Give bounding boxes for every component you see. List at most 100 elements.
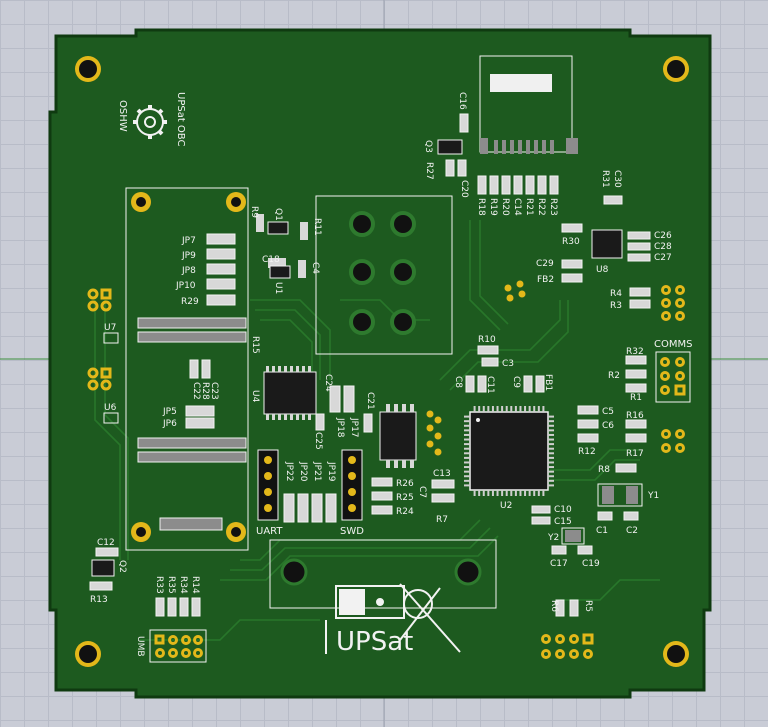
mcu-right-parts <box>577 405 647 443</box>
label-r18: R18 <box>476 198 486 216</box>
oshw-label: OSHW <box>117 100 128 132</box>
label-jp7: JP7 <box>181 236 196 246</box>
pin-header-right-mid <box>661 429 685 453</box>
pcb-board <box>48 28 712 699</box>
vias-gold <box>426 280 526 456</box>
label-r2: R2 <box>608 371 620 381</box>
u8-area-parts <box>561 195 651 283</box>
board-connectors <box>137 317 247 531</box>
label-jp18: JP18 <box>335 417 345 438</box>
jumper-pads-uart-swd <box>283 493 337 523</box>
label-u1: U1 <box>273 282 283 294</box>
label-r9: R9 <box>249 206 259 218</box>
label-fb1: FB1 <box>543 374 553 391</box>
power-module-outline <box>315 195 453 355</box>
ic-small-8pin-pins <box>386 404 414 468</box>
ic-u2-mcu <box>469 411 549 491</box>
jumper-pads-left <box>185 233 236 429</box>
label-u7: U7 <box>104 323 116 333</box>
ic-small-8pin <box>379 411 417 461</box>
label-jp21: JP21 <box>312 461 322 482</box>
label-c29: C29 <box>536 259 554 269</box>
pin-header-u7 <box>87 288 119 344</box>
r8-part <box>615 463 637 473</box>
label-r29: R29 <box>181 297 199 307</box>
resistors-r14-r35 <box>155 597 201 617</box>
label-c6: C6 <box>602 421 614 431</box>
label-c22: C22 <box>191 382 201 400</box>
upsat-logo-text: UPSat <box>336 627 413 657</box>
oshw-gear-icon <box>133 105 167 139</box>
label-c14: C14 <box>512 198 522 216</box>
label-jp10: JP10 <box>175 281 196 291</box>
label-r21: R21 <box>524 198 534 216</box>
sd-area-parts <box>437 113 559 195</box>
r5-r6-parts <box>555 599 579 617</box>
label-c8: C8 <box>453 376 463 388</box>
label-r30: R30 <box>562 237 580 247</box>
upsat-logo-icon <box>325 583 461 654</box>
module-mount-pads <box>131 192 246 542</box>
swd-header <box>341 449 363 521</box>
label-r28: R28 <box>200 382 210 400</box>
label-q1: Q1 <box>273 208 283 221</box>
uart-header <box>257 449 279 521</box>
label-jp8: JP8 <box>181 266 196 276</box>
label-jp5: JP5 <box>162 407 177 417</box>
label-c27: C27 <box>654 253 672 263</box>
label-c24: C24 <box>323 374 333 392</box>
label-q2: Q2 <box>117 560 127 573</box>
label-r32: R32 <box>626 347 644 357</box>
label-c23: C23 <box>209 382 219 400</box>
umb-header-outline <box>149 629 207 663</box>
label-r26: R26 <box>396 479 414 489</box>
label-r25: R25 <box>396 493 414 503</box>
power-module-holes <box>349 211 416 335</box>
label-c11: C11 <box>485 376 495 394</box>
label-r1: R1 <box>630 393 642 403</box>
label-jp17: JP17 <box>349 417 359 438</box>
label-jp9: JP9 <box>181 251 196 261</box>
umb-header-pins <box>154 634 203 658</box>
label-r12: R12 <box>578 447 596 457</box>
board-name-label: UPSat OBC <box>175 92 186 146</box>
label-r14: R14 <box>190 576 200 594</box>
label-r34: R34 <box>178 576 188 594</box>
label-r3: R3 <box>610 301 622 311</box>
label-r35: R35 <box>166 576 176 594</box>
label-r24: R24 <box>396 507 414 517</box>
label-u6: U6 <box>104 403 117 413</box>
label-r13: R13 <box>90 595 108 605</box>
pin-header-right-top <box>661 285 685 321</box>
mcu-top-parts <box>465 345 545 393</box>
label-r8: R8 <box>598 465 610 475</box>
label-r4: R4 <box>610 289 622 299</box>
ic-u4 <box>263 371 317 415</box>
label-r5: R5 <box>583 600 593 612</box>
label-u2: U2 <box>500 501 512 511</box>
label-jp19: JP19 <box>326 461 336 482</box>
label-r6: R6 <box>549 600 559 612</box>
label-r33: R33 <box>154 576 164 594</box>
module-outline-left <box>125 187 249 551</box>
label-u8: U8 <box>596 265 609 275</box>
label-c13: C13 <box>433 469 451 479</box>
comms-header-outline <box>655 351 691 403</box>
label-c7: C7 <box>417 486 427 498</box>
label-r11: R11 <box>312 218 322 236</box>
label-c18: C18 <box>262 255 280 265</box>
ic-u2-pins <box>464 406 554 496</box>
ic-u8 <box>591 229 623 259</box>
label-jp22: JP22 <box>284 461 294 482</box>
uart-label: UART <box>256 526 283 537</box>
label-c1: C1 <box>596 526 608 536</box>
label-y2: Y2 <box>547 533 559 543</box>
mounting-holes <box>75 56 689 667</box>
label-r31: R31 <box>600 170 610 188</box>
mcu-bottom-parts <box>531 505 639 555</box>
bottom-module-holes <box>280 558 482 586</box>
resistors-r24-r26 <box>371 477 455 515</box>
comms-label: COMMS <box>654 339 692 350</box>
label-y1: Y1 <box>647 491 659 501</box>
label-c17: C17 <box>550 559 568 569</box>
